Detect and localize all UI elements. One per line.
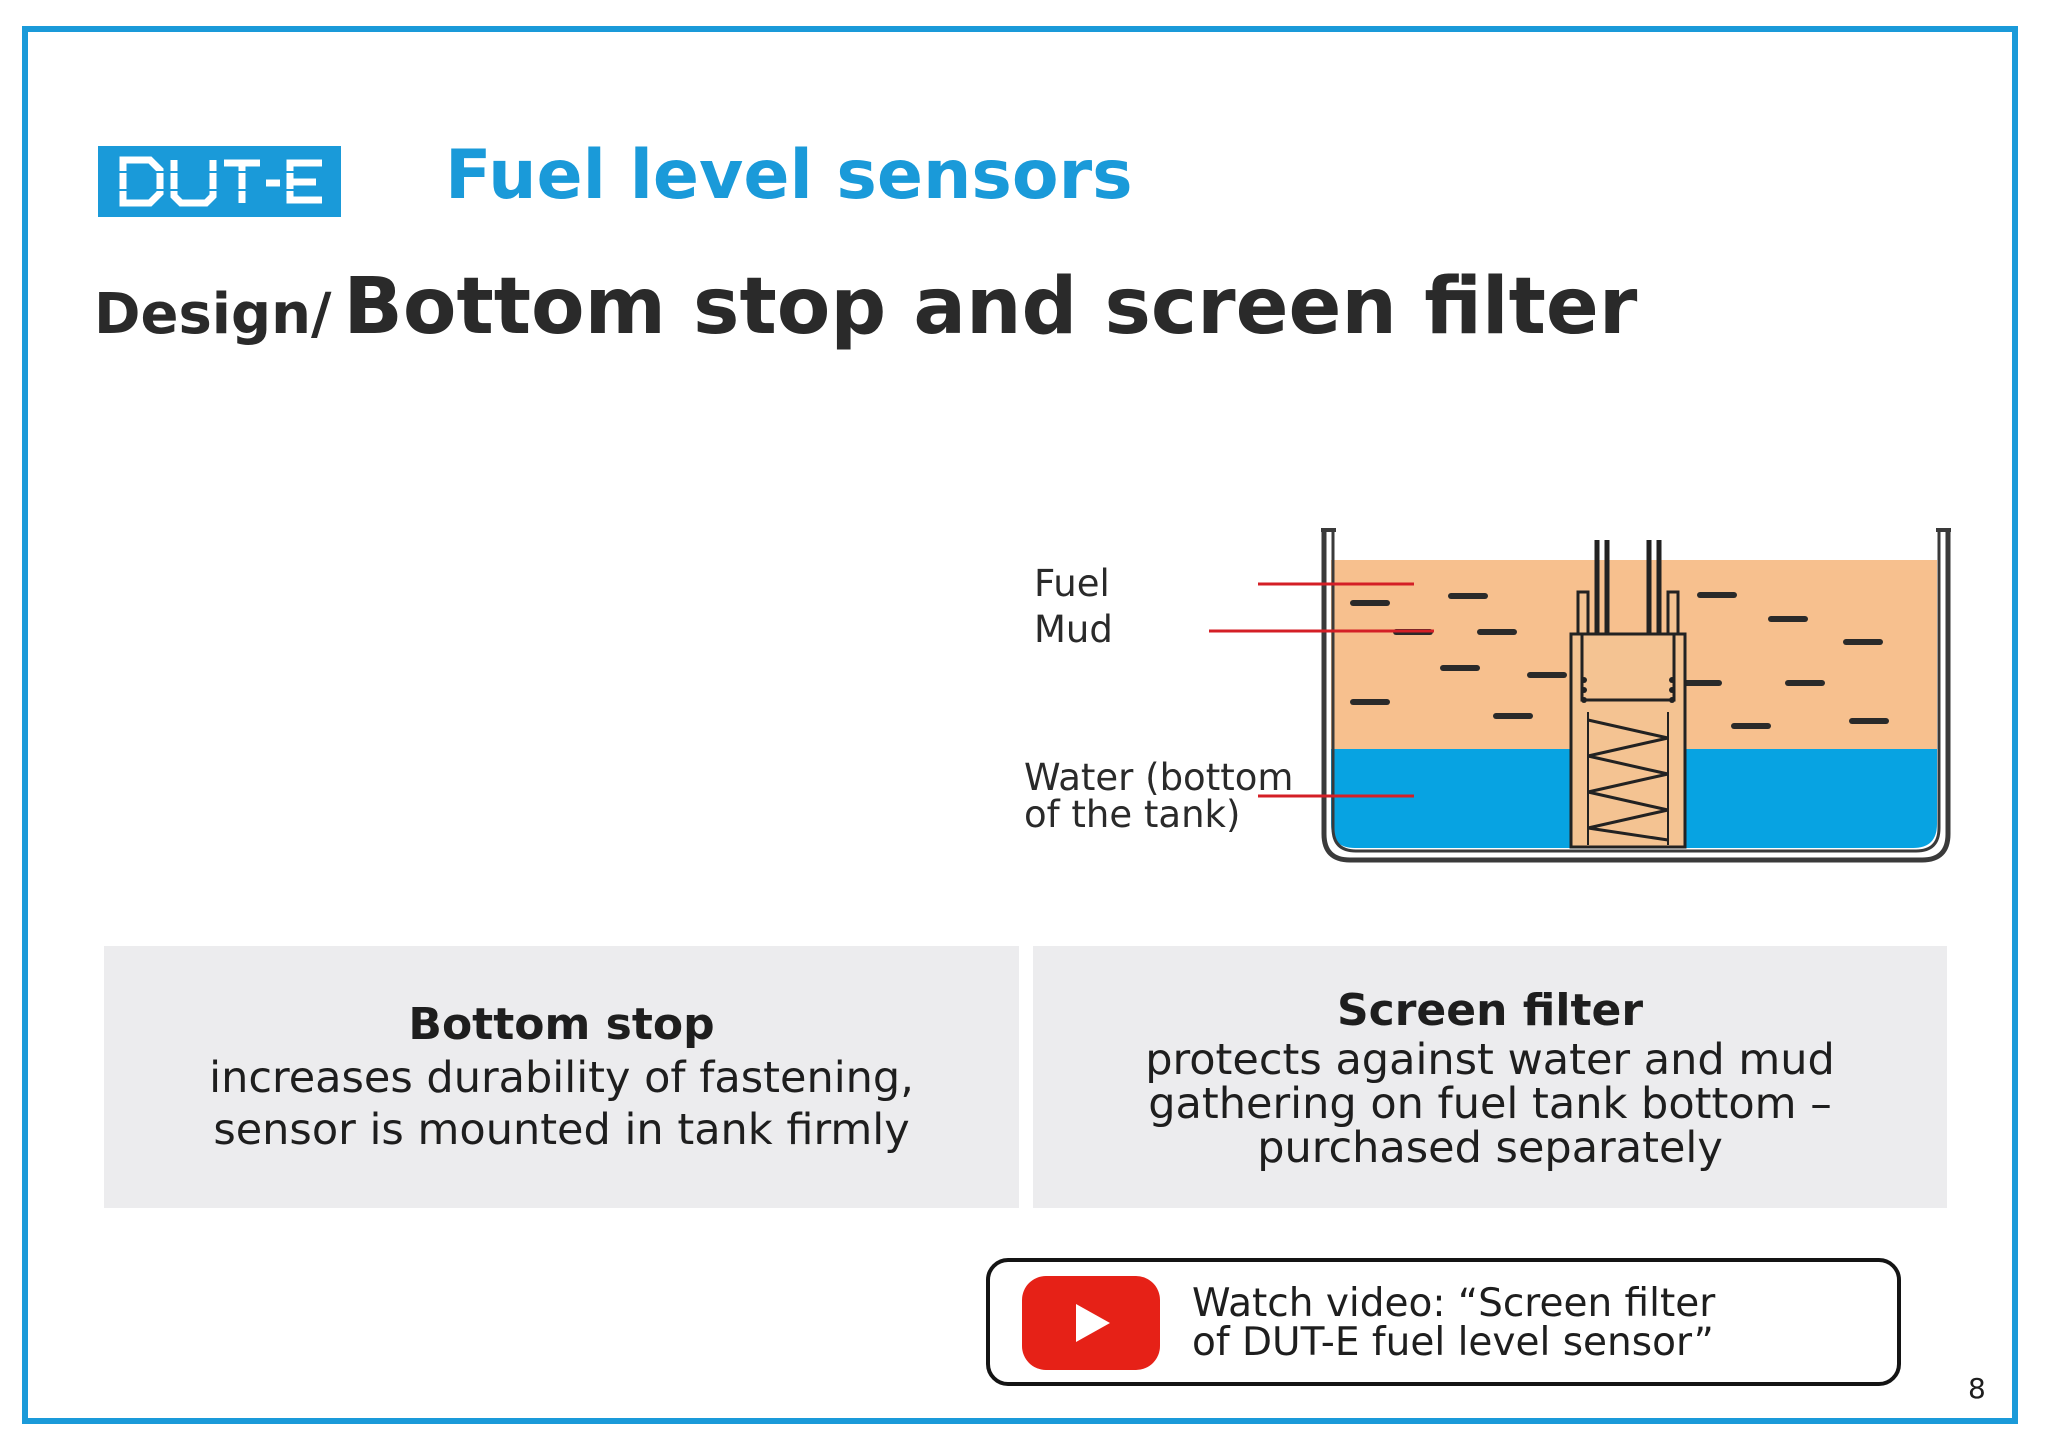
tank-wall: [1321, 530, 1951, 863]
card-title: Screen filter: [1336, 985, 1644, 1036]
water-label-line2: of the tank): [1024, 793, 1241, 836]
screen-filter-spring: [1587, 718, 1669, 842]
mud-label: Mud: [1034, 608, 1113, 651]
youtube-play-icon: [1022, 1276, 1160, 1370]
heading-main: Bottom stop and screen filter: [343, 262, 1638, 352]
card-line: protects against water and mud: [1145, 1035, 1835, 1085]
page-number: 8: [1968, 1372, 1986, 1405]
screen-filter-card: Screen filter protects against water and…: [1033, 946, 1947, 1208]
video-link-text[interactable]: Watch video: “Screen filter of DUT-E fue…: [1192, 1284, 1715, 1362]
card-line: purchased separately: [1257, 1123, 1723, 1173]
label-pointers: [1209, 582, 1434, 798]
slide-frame: [22, 26, 2018, 1424]
video-text-line1: Watch video: “Screen filter: [1192, 1281, 1716, 1326]
fuel-label: Fuel: [1034, 562, 1110, 605]
bottom-stop-card: Bottom stop increases durability of fast…: [104, 946, 1019, 1208]
page-heading: Design/Bottom stop and screen filter: [94, 268, 1637, 346]
video-text-line2: of DUT-E fuel level sensor”: [1192, 1320, 1714, 1365]
dut-e-logo: [98, 146, 341, 217]
brand-title: Fuel level sensors: [445, 136, 1133, 215]
water-label-line1: Water (bottom: [1024, 756, 1294, 799]
card-line: gathering on fuel tank bottom –: [1148, 1079, 1832, 1129]
heading-prefix: Design/: [94, 282, 332, 347]
card-title: Bottom stop: [408, 999, 715, 1050]
card-line: increases durability of fastening,: [209, 1053, 914, 1103]
mud-particles: [1350, 592, 1889, 729]
card-line: sensor is mounted in tank firmly: [213, 1105, 910, 1155]
watch-video-button[interactable]: Watch video: “Screen filter of DUT-E fue…: [986, 1258, 1901, 1386]
